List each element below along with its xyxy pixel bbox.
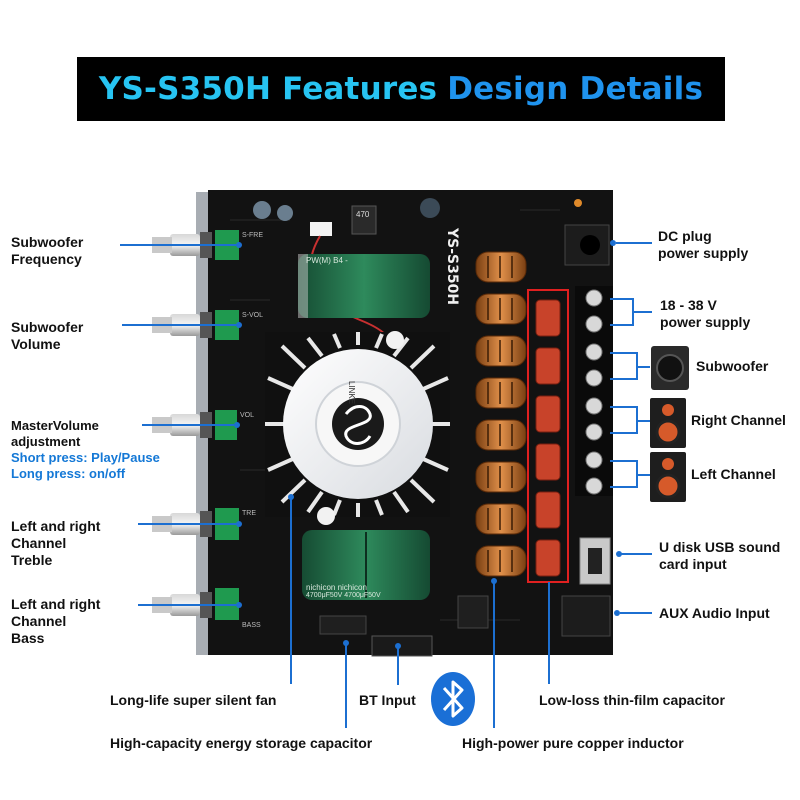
callout-line (632, 311, 652, 313)
label-left-channel: Left Channel (691, 466, 776, 482)
label-line: U disk USB sound (659, 539, 781, 555)
callout-dot (236, 242, 242, 248)
callout-line (610, 460, 636, 462)
label-line: Frequency (11, 251, 82, 267)
heatsink (265, 331, 450, 525)
label-bass: Left and right Channel Bass (11, 596, 100, 647)
callout-line (122, 324, 236, 326)
board-model-print: YS-S350H (438, 228, 468, 338)
callout-line (610, 298, 632, 300)
callout-dot (288, 494, 294, 500)
label-line: Left and right (11, 518, 101, 534)
cap-bottom-spec: 4700μF50V 4700μF50V (306, 592, 381, 599)
label-aux-input: AUX Audio Input (659, 605, 770, 621)
knob-mark: S-FRE (242, 232, 263, 239)
label-inductor: High-power pure copper inductor (462, 735, 684, 751)
label-power-supply: 18 - 38 V power supply (660, 297, 750, 331)
callout-line (548, 582, 550, 684)
label-subwoofer-output: Subwoofer (696, 358, 769, 374)
label-line: card input (659, 556, 727, 572)
label-subwoofer-frequency: Subwoofer Frequency (11, 234, 83, 268)
callout-dot (610, 240, 616, 246)
label-usb-input: U disk USB sound card input (659, 539, 780, 573)
speaker-icon (651, 346, 689, 390)
knob-mark: VOL (240, 412, 255, 419)
callout-line (616, 242, 652, 244)
callout-dot (491, 578, 497, 584)
callout-line (142, 424, 234, 426)
callout-dot (236, 521, 242, 527)
callout-line (610, 352, 636, 354)
label-line: Subwoofer (11, 319, 84, 335)
callout-line (610, 378, 636, 380)
copper-inductors (475, 251, 527, 577)
label-long-press: Long press: on/off (11, 466, 126, 481)
callout-line (610, 486, 636, 488)
label-dc-plug: DC plug power supply (658, 228, 748, 262)
board-model-text: YS-S350H (444, 228, 460, 306)
callout-line (290, 498, 292, 684)
label-line: 18 - 38 V (660, 297, 717, 313)
title-part2: Design Details (447, 71, 704, 107)
label-line: power supply (658, 245, 749, 261)
callout-line (636, 420, 650, 422)
label-bt-input: BT Input (359, 692, 416, 708)
callout-dot (343, 640, 349, 646)
knob-mark: BASS (242, 622, 261, 629)
speaker-icon (650, 398, 686, 448)
callout-line (610, 324, 632, 326)
callout-line (636, 366, 650, 368)
callout-dot (236, 322, 242, 328)
callout-line (493, 582, 495, 728)
label-line: Subwoofer (11, 234, 84, 250)
label-line: Left and right (11, 596, 101, 612)
callout-line (120, 244, 236, 246)
label-line: DC plug (658, 228, 712, 244)
callout-dot (395, 643, 401, 649)
label-line: power supply (660, 314, 751, 330)
callout-line (610, 406, 636, 408)
fan-brand: LINKE (347, 380, 357, 405)
callout-line (397, 647, 399, 685)
callout-line (138, 604, 236, 606)
label-film-capacitor: Low-loss thin-film capacitor (539, 692, 725, 708)
label-line: Volume (11, 336, 61, 352)
callout-dot (616, 551, 622, 557)
label-master-volume: MasterVolume adjustment Short press: Pla… (11, 418, 160, 482)
resistor-code: 470 (356, 210, 370, 219)
callout-line (636, 474, 650, 476)
label-storage-capacitor: High-capacity energy storage capacitor (110, 735, 373, 751)
label-subwoofer-volume: Subwoofer Volume (11, 319, 83, 353)
speaker-icon (650, 452, 686, 502)
label-line: Bass (11, 630, 45, 646)
cap-top-print: PW(M) B4 - (306, 256, 348, 265)
callout-line (138, 523, 236, 525)
cap-bottom-print: nichicon nichicon (306, 583, 367, 592)
label-short-press: Short press: Play/Pause (11, 450, 160, 465)
callout-line (620, 553, 652, 555)
label-line: MasterVolume (11, 418, 99, 433)
title-part1: YS-S350H Features (98, 71, 438, 107)
label-line: Treble (11, 552, 53, 568)
label-treble: Left and right Channel Treble (11, 518, 100, 569)
knob-mark: TRE (242, 510, 256, 517)
callout-line (620, 612, 652, 614)
knob-mark: S-VOL (242, 312, 264, 319)
callout-line (345, 644, 347, 728)
label-line: Channel (11, 613, 67, 629)
label-right-channel: Right Channel (691, 412, 786, 428)
callout-dot (614, 610, 620, 616)
callout-line (610, 432, 636, 434)
callout-dot (236, 602, 242, 608)
label-line: adjustment (11, 434, 81, 449)
bluetooth-icon (431, 672, 475, 726)
label-line: Channel (11, 535, 67, 551)
title-banner: YS-S350H Features Design Details (77, 57, 725, 121)
callout-dot (234, 422, 240, 428)
label-fan: Long-life super silent fan (110, 692, 277, 708)
